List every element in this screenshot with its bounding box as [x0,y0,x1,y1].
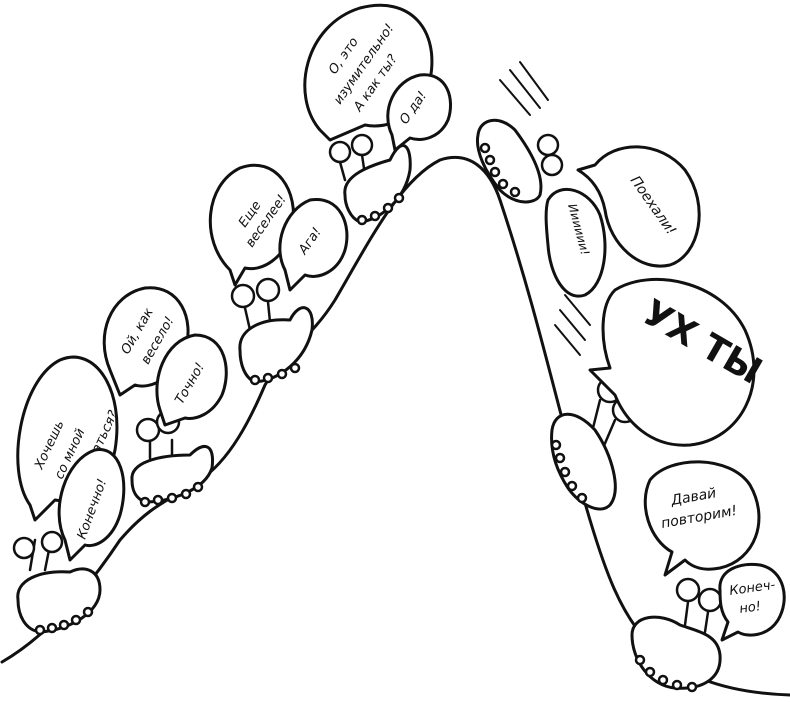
speech-bubble-2: Конечно! [57,448,126,562]
speech-bubble-9: Поехали! [576,145,701,268]
coaster-car-7 [630,577,723,693]
coaster-car-5 [475,61,564,204]
speech-bubble-13: Конеч- но! [718,562,786,642]
speech-bubble-4: Точно! [155,333,228,427]
bubble-12-line-1: Давай [669,485,718,509]
coaster-car-4 [328,133,412,226]
bubble-13-line-1: Конеч- [728,578,776,599]
coaster-car-1 [12,530,102,636]
bubble-13-line-2: но! [738,599,762,617]
coaster-car-3 [230,277,314,386]
speech-bubble-8: О да! [386,73,453,152]
speech-bubble-3: Ой, как весело! [102,286,190,397]
speech-bubble-10: Ииииии! [544,187,607,298]
speech-bubble-5: Еще веселее! [208,163,295,287]
speech-bubble-12: Давай повторим! [643,460,761,577]
coaster-car-2 [130,409,215,508]
coaster-track [0,155,790,697]
speech-bubble-11: УХ ТЫ [588,277,769,447]
speech-bubble-6: Ага! [278,198,349,292]
